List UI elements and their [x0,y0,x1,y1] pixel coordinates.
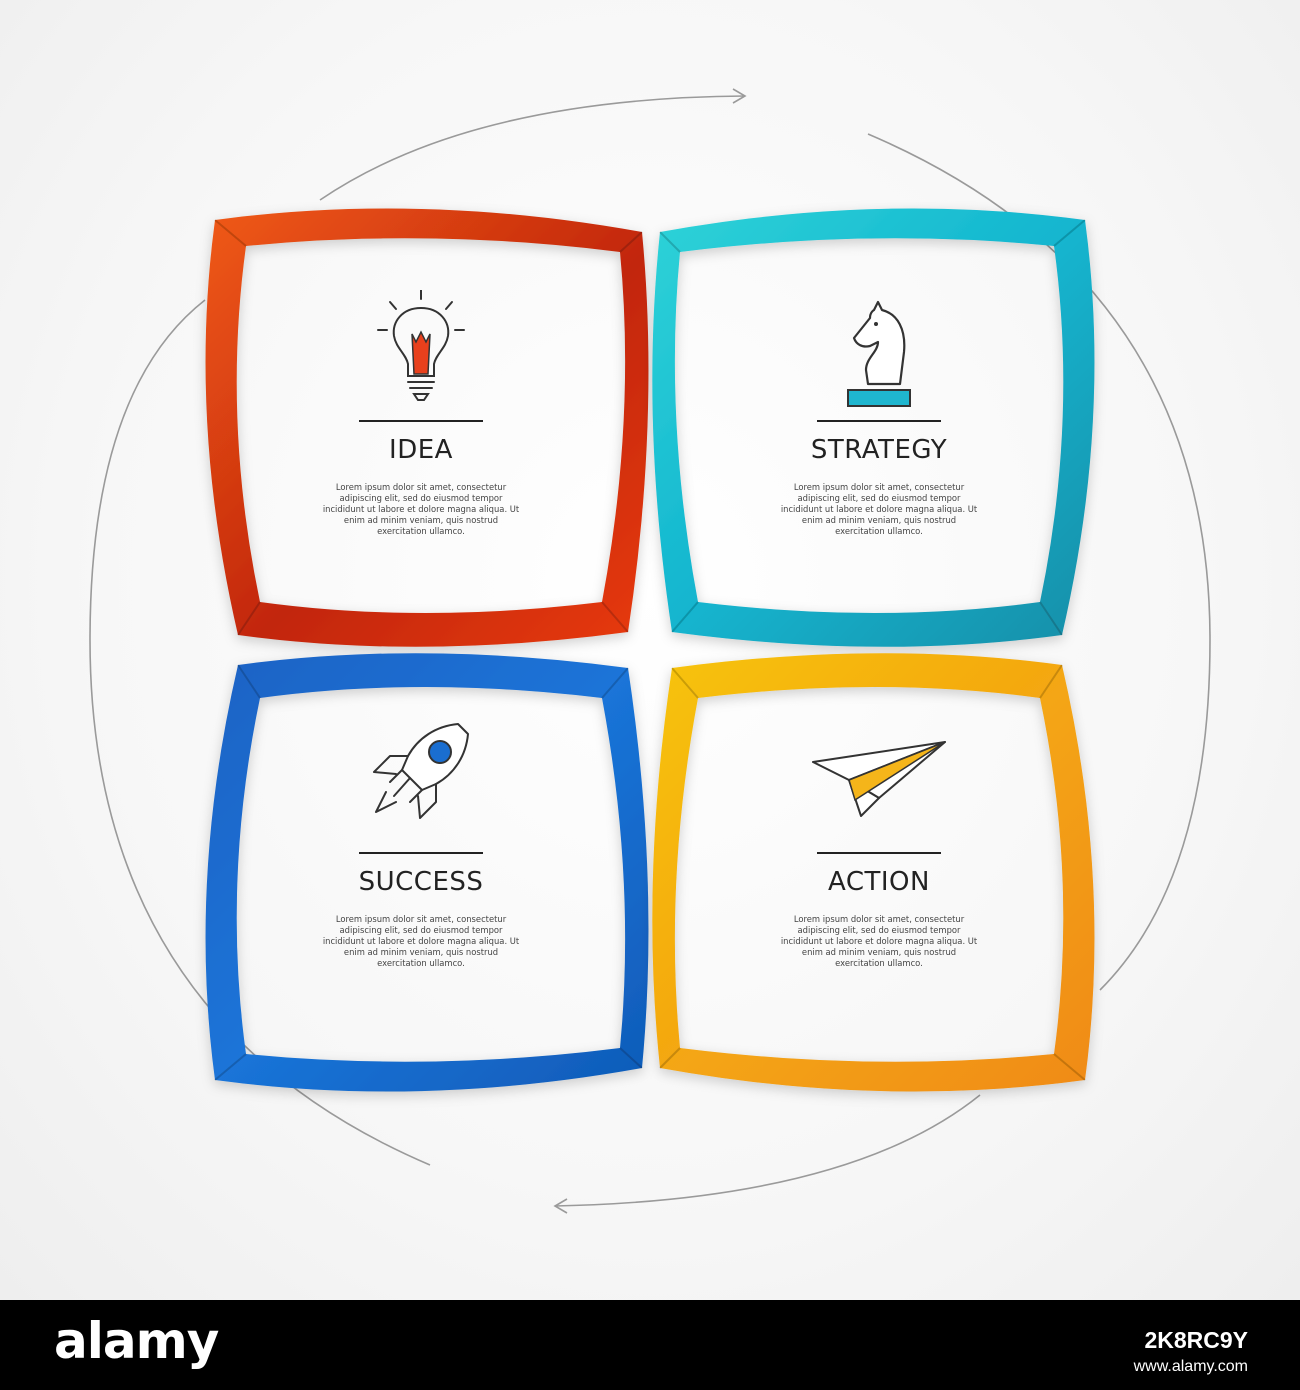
card-idea: IDEA Lorem ipsum dolor sit amet, consect… [271,290,571,537]
strategy-divider [817,420,941,422]
rocket-icon [271,722,571,842]
action-divider [817,852,941,854]
strategy-title: STRATEGY [810,435,948,465]
idea-description: Lorem ipsum dolor sit amet, consectetur … [322,482,520,536]
cycle-arc-top [319,95,746,201]
card-action: ACTION Lorem ipsum dolor sit amet, conse… [729,722,1029,969]
success-frame [205,653,649,1092]
watermark-url: www.alamy.com [1133,1358,1248,1375]
success-description: Lorem ipsum dolor sit amet, consectetur … [322,914,520,968]
action-frame [652,653,1095,1092]
strategy-frame [652,208,1095,647]
action-description: Lorem ipsum dolor sit amet, consectetur … [780,914,978,968]
diagram-graphics [89,88,1211,1214]
card-success: SUCCESS Lorem ipsum dolor sit amet, cons… [271,722,571,969]
idea-title: IDEA [389,435,453,465]
action-title: ACTION [828,867,930,897]
cycle-arc-bottom [554,1094,981,1207]
cycle-arrows [89,88,1211,1214]
card-strategy: STRATEGY Lorem ipsum dolor sit amet, con… [729,290,1029,537]
lightbulb-icon [271,290,571,410]
idea-divider [359,420,483,422]
strategy-description: Lorem ipsum dolor sit amet, consectetur … [780,482,978,536]
watermark-bar: alamy 2K8RC9Y www.alamy.com [0,1300,1300,1390]
idea-frame [205,208,649,647]
success-divider [359,852,483,854]
infographic-canvas: IDEA Lorem ipsum dolor sit amet, consect… [0,0,1300,1300]
cycle-arrowhead-bottom [553,1198,568,1214]
paper-plane-icon [729,722,1029,842]
success-title: SUCCESS [358,867,484,897]
chess-knight-icon [729,290,1029,410]
watermark-image-id: 2K8RC9Y [1144,1327,1248,1353]
watermark-logo: alamy [54,1312,219,1370]
cycle-arrowhead-top [732,88,747,104]
